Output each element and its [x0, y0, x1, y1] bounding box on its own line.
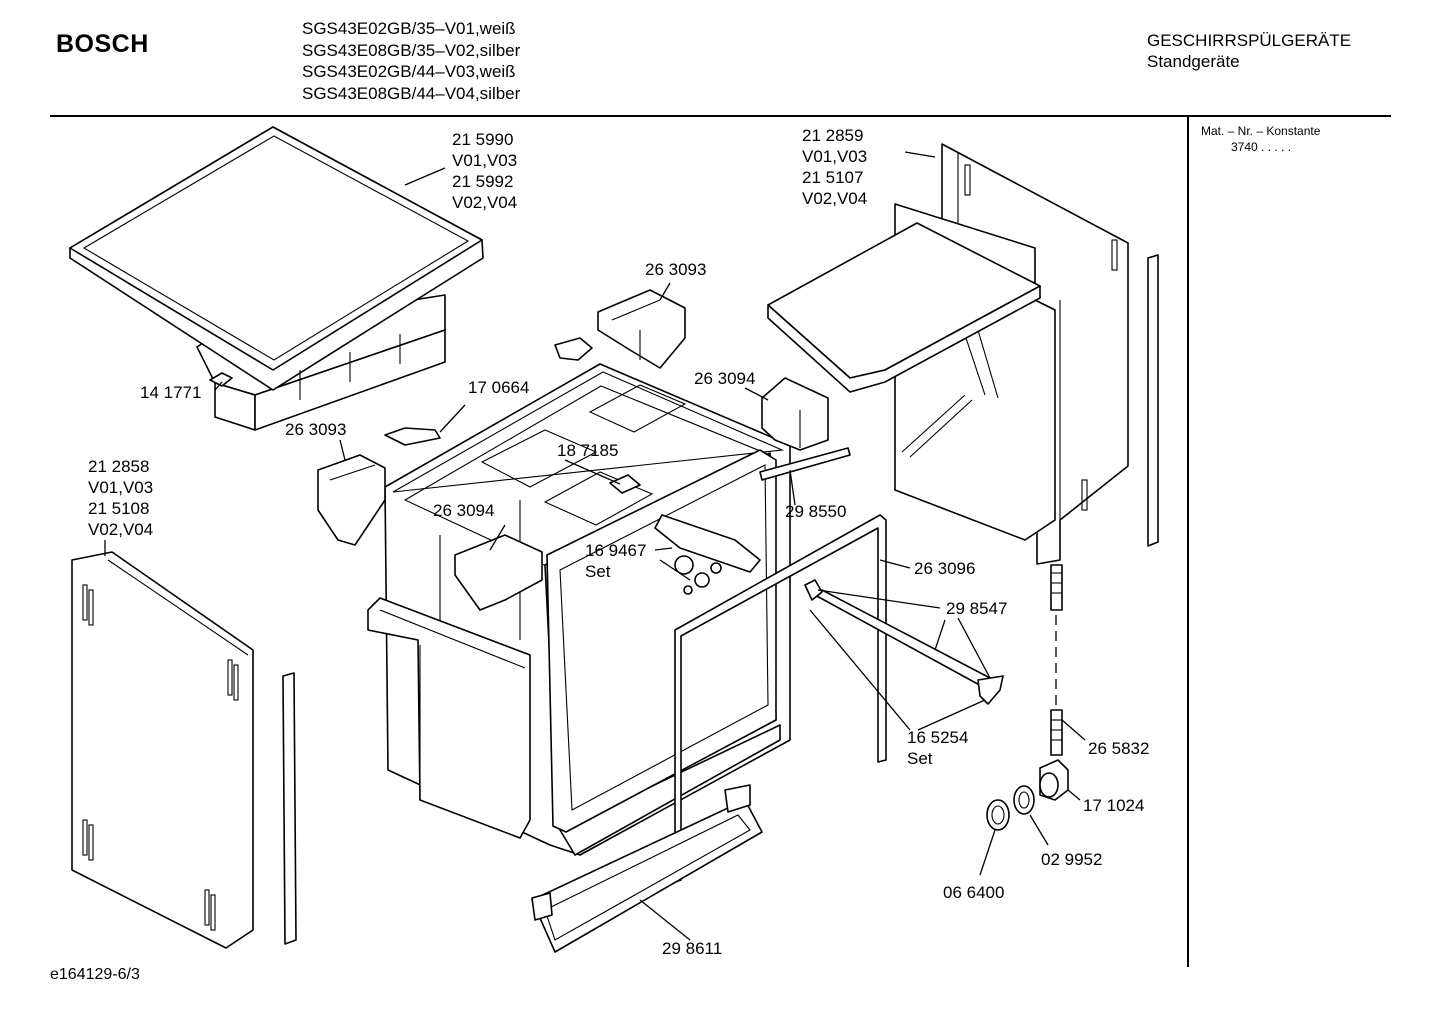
callout-rail-set-label: Set	[907, 749, 933, 768]
plinth-part	[531, 784, 763, 953]
seal-strip-part	[759, 447, 851, 481]
material-number-label: Mat. – Nr. – Konstante	[1201, 124, 1321, 138]
callout-left-panel-line3: 21 5108	[88, 499, 149, 518]
callout-right-panel-line3: 21 5107	[802, 168, 863, 187]
left-side-panel-part	[71, 551, 297, 949]
callout-top-cover-line2: V01,V03	[452, 151, 517, 170]
callout-rail: 29 8547	[946, 599, 1007, 618]
callout-plinth: 29 8611	[662, 939, 722, 958]
category-block: GESCHIRRSPÜLGERÄTE Standgeräte	[1147, 30, 1351, 72]
callout-right-panel-line1: 21 2859	[802, 126, 863, 145]
brand-logo: BOSCH	[56, 30, 149, 58]
bearing-set-part	[654, 514, 761, 595]
callout-latch: 18 7185	[557, 441, 618, 460]
material-number-value: 3740 . . . . .	[1231, 140, 1292, 154]
callout-right-panel-line4: V02,V04	[802, 189, 867, 208]
callout-door-seal: 26 3096	[914, 559, 975, 578]
callout-top-cover-line4: V02,V04	[452, 193, 517, 212]
header-divider	[50, 115, 1391, 117]
callout-gasket: 02 9952	[1041, 850, 1102, 869]
category-title: GESCHIRRSPÜLGERÄTE	[1147, 31, 1352, 50]
callout-rail-set-number: 16 5254	[907, 728, 968, 747]
front-insulation-part	[367, 597, 531, 839]
callout-nut: 06 6400	[943, 883, 1004, 902]
callout-bracket-left: 26 3093	[285, 420, 346, 439]
callout-bracket-right: 26 3094	[694, 369, 755, 388]
callout-bearing-set-number: 16 9467	[585, 541, 646, 560]
right-side-panel-part	[767, 143, 1159, 565]
category-subtitle: Standgeräte	[1147, 52, 1240, 71]
model-line: SGS43E08GB/44–V04,silber	[302, 83, 521, 103]
callout-bracket-inner: 26 3094	[433, 501, 494, 520]
top-cover-part	[69, 126, 484, 431]
model-list: SGS43E02GB/35–V01,weiß SGS43E08GB/35–V02…	[302, 18, 520, 104]
callout-bracket-top: 26 3093	[645, 260, 706, 279]
callout-right-panel-line2: V01,V03	[802, 147, 867, 166]
callout-hose: 26 5832	[1088, 739, 1149, 758]
leader-lines	[104, 151, 1086, 941]
bracket-parts	[209, 289, 829, 611]
drain-fittings-parts	[986, 564, 1069, 831]
callout-top-cover-line1: 21 5990	[452, 130, 513, 149]
callout-elbow: 17 1024	[1083, 796, 1144, 815]
callout-left-panel-line4: V02,V04	[88, 520, 153, 539]
callout-hinge-plate: 17 0664	[468, 378, 529, 397]
callout-top-cover-line3: 21 5992	[452, 172, 513, 191]
model-line: SGS43E02GB/35–V01,weiß	[302, 19, 516, 38]
callout-bearing-set-label: Set	[585, 562, 611, 581]
callout-left-panel-line2: V01,V03	[88, 478, 153, 497]
drawing-id: e164129-6/3	[50, 966, 140, 983]
model-line: SGS43E08GB/35–V02,silber	[302, 40, 521, 60]
model-line: SGS43E02GB/44–V03,weiß	[302, 62, 516, 81]
callout-seal-strip: 29 8550	[785, 502, 846, 521]
callout-cover-clip: 14 1771	[140, 383, 201, 402]
callout-left-panel-line1: 21 2858	[88, 457, 149, 476]
sidebar-divider	[1187, 117, 1189, 967]
